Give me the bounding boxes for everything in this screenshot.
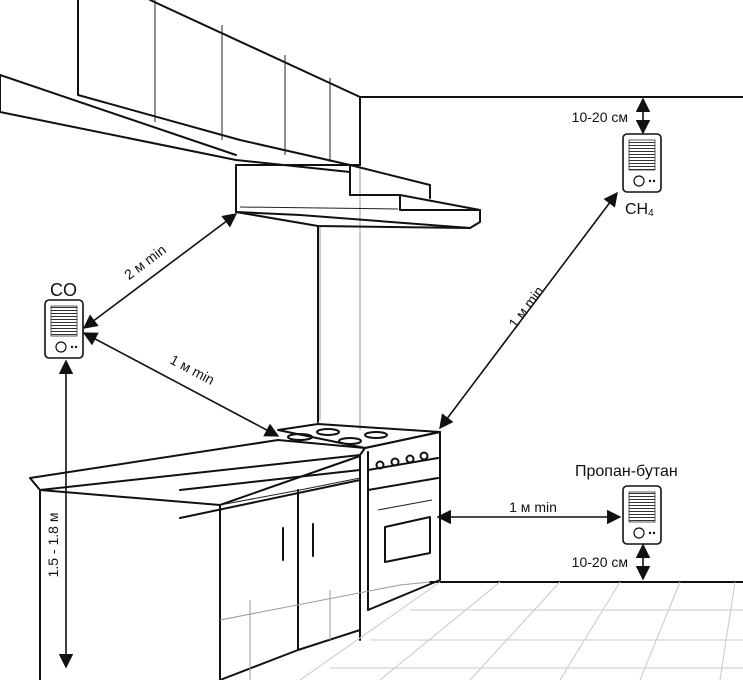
- wall-cabinets: [0, 0, 361, 173]
- ceiling-to-ch4-label: 10-20 см: [572, 109, 628, 125]
- ch4-sensor-label: CH4: [625, 201, 654, 219]
- co-height-label: 1.5 - 1.8 м: [45, 513, 61, 578]
- gas-stove: [277, 423, 441, 611]
- ch4-label-main: CH: [625, 201, 648, 218]
- stove-to-ch4-arrow: [439, 191, 618, 430]
- hood-to-co-label: 2 м min: [121, 241, 169, 283]
- ch4-label-subscript: 4: [648, 208, 654, 219]
- co-to-stove-label: 1 м min: [168, 351, 218, 388]
- co-sensor: [44, 299, 84, 359]
- floor-to-propane-label: 10-20 см: [572, 554, 628, 570]
- floor: [219, 581, 743, 680]
- stove-to-propane-label: 1 м min: [509, 499, 557, 515]
- kitchen-counter: [29, 439, 366, 680]
- range-hood: [235, 164, 481, 229]
- co-to-stove-arrow: [82, 332, 280, 437]
- co-sensor-label: CO: [50, 280, 77, 300]
- stove-to-ch4-label: 1 м min: [505, 283, 547, 331]
- ch4-sensor: [622, 133, 662, 193]
- propane-sensor: [622, 485, 662, 545]
- propane-sensor-label: Пропан-бутан: [575, 463, 678, 480]
- hood-to-co-arrow: [82, 213, 238, 329]
- room-walls: [149, 0, 743, 430]
- dimension-arrows: [58, 97, 651, 669]
